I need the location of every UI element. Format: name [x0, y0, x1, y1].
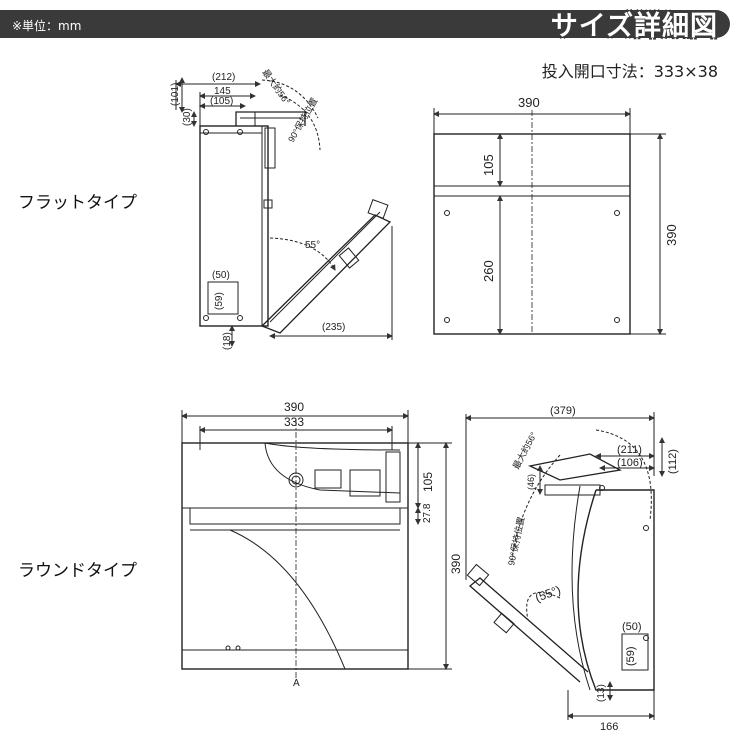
flat-front-height: 390	[664, 224, 679, 246]
round-dim-13: (13)	[596, 684, 607, 702]
flat-dim-59: (59)	[214, 292, 225, 310]
round-front-slot: 333	[284, 415, 304, 429]
round-side-dimension-labels: (379) (211) (106) (112) (46) (50) (59) (…	[505, 405, 679, 733]
round-front-view	[181, 410, 452, 678]
flat-type-label: フラットタイプ	[18, 193, 137, 213]
round-side-view	[465, 412, 665, 720]
flat-dim-30: (30)	[182, 108, 193, 126]
flat-angle-55: 55°	[305, 240, 320, 251]
round-front-marker: A	[293, 678, 300, 689]
round-dim-166: 166	[600, 721, 618, 733]
flat-dim-212: (212)	[212, 72, 235, 83]
flat-front-upper: 105	[481, 154, 496, 176]
flat-side-view	[175, 77, 393, 347]
flat-dim-101: (101)	[170, 83, 181, 106]
unit-note: ※単位：mm	[12, 19, 82, 33]
flat-hold-note: 90°保持位置	[285, 96, 319, 144]
round-front-dimension-labels: 390 333 105 27.8 390 A	[284, 400, 463, 689]
round-angle-55: (55°)	[533, 583, 562, 605]
round-dim-379: (379)	[550, 405, 576, 417]
round-dim-46: (46)	[526, 474, 536, 490]
flat-dim-50: (50)	[212, 270, 230, 281]
round-hold-note: 90°保持位置	[505, 516, 526, 567]
round-front-width: 390	[284, 400, 304, 414]
page-title: サイズ詳細図	[550, 11, 718, 42]
flat-dim-18: (18)	[222, 332, 233, 350]
round-type-label: ラウンドタイプ	[18, 561, 137, 581]
flat-front-view	[433, 108, 666, 335]
flat-dim-235: (235)	[322, 322, 345, 333]
round-front-gap: 27.8	[422, 503, 433, 523]
round-front-height: 390	[449, 554, 463, 574]
header-bar	[0, 10, 730, 38]
round-dim-106: (106)	[617, 457, 643, 469]
flat-front-dimension-labels: 390 105 260 390	[481, 95, 679, 282]
flat-front-width: 390	[518, 95, 540, 110]
round-dim-59: (59)	[625, 646, 637, 666]
round-dim-112: (112)	[667, 449, 679, 474]
round-front-upper: 105	[421, 472, 435, 492]
flat-dim-145: 145	[214, 86, 231, 97]
flat-side-dimension-labels: (212) 145 (105) (101) (30) (50) (59) (18…	[170, 67, 345, 350]
slot-opening-spec: 投入開口寸法：333×38	[541, 62, 718, 81]
round-dim-211: (211)	[617, 444, 642, 456]
flat-front-lower: 260	[481, 260, 496, 282]
flat-dim-105: (105)	[210, 96, 233, 107]
round-dim-50: (50)	[622, 621, 642, 633]
